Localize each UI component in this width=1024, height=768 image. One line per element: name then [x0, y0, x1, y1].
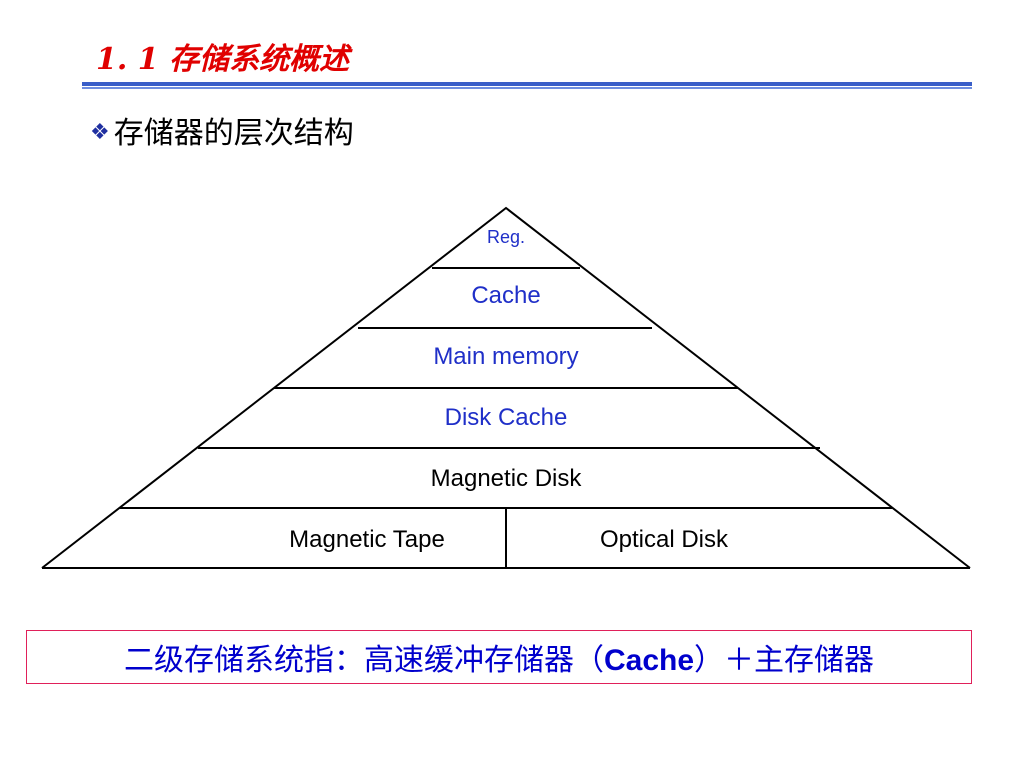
summary-suffix: ）＋主存储器 [694, 643, 875, 678]
bullet-heading: ❖存储器的层次结构 [90, 108, 354, 152]
summary-text: 二级存储系统指：高速缓冲存储器（Cache）＋主存储器 [124, 635, 874, 679]
level-optical-disk: Optical Disk [600, 526, 729, 553]
title-underline [82, 82, 972, 86]
summary-cache: Cache [603, 644, 695, 677]
level-magnetic-disk: Magnetic Disk [431, 465, 583, 492]
diamond-bullet-icon: ❖ [90, 120, 110, 145]
bullet-text: 存储器的层次结构 [113, 116, 354, 151]
summary-prefix: 二级存储系统指：高速缓冲存储器（ [123, 643, 604, 678]
level-magnetic-tape: Magnetic Tape [289, 526, 445, 553]
slide-title: 1. 1 存储系统概述 [96, 42, 350, 77]
level-disk-cache: Disk Cache [445, 404, 568, 431]
level-cache: Cache [471, 282, 540, 309]
title-underline-thin [82, 87, 972, 89]
level-main-memory: Main memory [433, 343, 578, 370]
level-reg: Reg. [487, 227, 525, 247]
summary-box: 二级存储系统指：高速缓冲存储器（Cache）＋主存储器 [26, 630, 972, 684]
